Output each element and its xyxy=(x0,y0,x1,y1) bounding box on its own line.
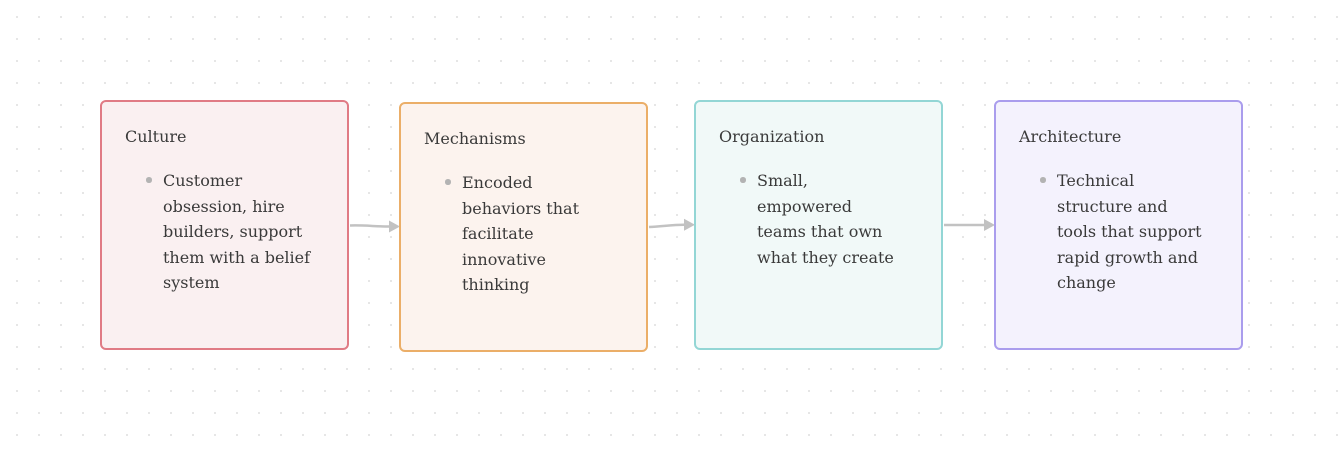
arrowhead-icon xyxy=(984,219,995,231)
list-item-text: Encoded behaviors that facilitate innova… xyxy=(462,173,579,294)
list-item-text: Small, empowered teams that own what the… xyxy=(757,171,894,267)
bullet-dot-icon xyxy=(740,177,746,183)
card-architecture[interactable]: Architecture Technical structure and too… xyxy=(994,100,1243,350)
list-item-text: Technical structure and tools that suppo… xyxy=(1057,171,1202,292)
card-title: Architecture xyxy=(1019,127,1122,146)
card-organization[interactable]: Organization Small, empowered teams that… xyxy=(694,100,943,350)
list-item-text: Customer obsession, hire builders, suppo… xyxy=(163,171,311,292)
card-culture[interactable]: Culture Customer obsession, hire builder… xyxy=(100,100,349,350)
card-mechanisms[interactable]: Mechanisms Encoded behaviors that facili… xyxy=(399,102,648,352)
arrowhead-icon xyxy=(684,218,695,231)
list-item: Small, empowered teams that own what the… xyxy=(734,168,901,270)
card-bullet-list: Encoded behaviors that facilitate innova… xyxy=(424,170,612,298)
list-item: Encoded behaviors that facilitate innova… xyxy=(439,170,612,298)
bullet-dot-icon xyxy=(445,179,451,185)
card-bullet-list: Customer obsession, hire builders, suppo… xyxy=(125,168,325,296)
bullet-dot-icon xyxy=(1040,177,1046,183)
card-title: Organization xyxy=(719,127,825,146)
arrowhead-icon xyxy=(389,220,400,233)
list-item: Technical structure and tools that suppo… xyxy=(1034,168,1211,296)
connector-culture-to-mechanisms[interactable] xyxy=(349,220,400,233)
list-item: Customer obsession, hire builders, suppo… xyxy=(140,168,325,296)
card-title: Culture xyxy=(125,127,187,146)
card-title: Mechanisms xyxy=(424,129,526,148)
connector-organization-to-architecture[interactable] xyxy=(944,219,995,231)
bullet-dot-icon xyxy=(146,177,152,183)
card-bullet-list: Small, empowered teams that own what the… xyxy=(719,168,901,270)
connector-mechanisms-to-organization[interactable] xyxy=(648,218,695,231)
card-bullet-list: Technical structure and tools that suppo… xyxy=(1019,168,1211,296)
